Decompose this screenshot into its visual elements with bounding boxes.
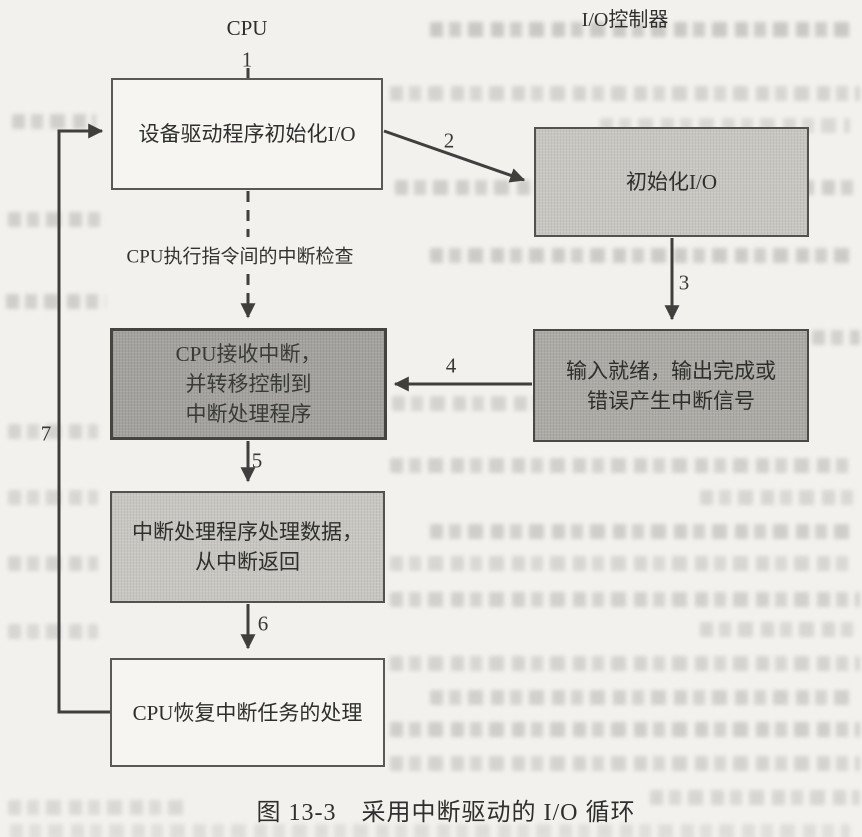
ghost-text-row [6, 294, 106, 309]
ghost-text-row [8, 624, 98, 639]
box-text-line: 错误产生中断信号 [587, 388, 755, 413]
ghost-text-row [10, 824, 850, 837]
ghost-text-row [700, 490, 855, 505]
ghost-text-row [8, 556, 98, 571]
ghost-text-row [12, 114, 96, 129]
box-text: 设备驱动程序初始化I/O [138, 122, 356, 146]
ghost-text-row [390, 656, 860, 671]
ghost-text-row [8, 800, 188, 815]
io-controller-column-label: I/O控制器 [581, 9, 669, 31]
arrow-2 [383, 129, 526, 183]
ghost-text-row [650, 790, 860, 805]
ghost-text-row [390, 722, 860, 737]
box-text: CPU恢复中断任务的处理 [132, 700, 363, 725]
ghost-text-row [8, 424, 98, 439]
step-label-6: 6 [257, 611, 269, 636]
step-label-5: 5 [251, 448, 263, 473]
ghost-text-row [700, 622, 858, 637]
box-text-line: 并转移控制到 [185, 372, 312, 396]
ghost-text-row [430, 690, 855, 705]
step-label-2: 2 [443, 128, 455, 153]
ghost-text-row [430, 524, 855, 539]
ghost-text-row [390, 592, 860, 607]
step-label-1: 1 [241, 47, 253, 72]
box-text-line: 从中断返回 [195, 550, 300, 574]
ghost-text-row [390, 756, 860, 771]
figure-caption: 图 13-3 采用中断驱动的 I/O 循环 [256, 800, 636, 826]
box-cpu-resumes-task: CPU恢复中断任务的处理 [110, 658, 385, 767]
step-label-3: 3 [678, 270, 690, 295]
ghost-text-row [390, 458, 855, 473]
box-text-line: CPU接收中断， [175, 342, 322, 366]
box-text: 初始化I/O [626, 170, 717, 194]
ghost-text-row [390, 86, 860, 101]
box-interrupt-handler-processes-data: 中断处理程序处理数据， 从中断返回 [110, 491, 385, 603]
arrow-7-loop [57, 123, 110, 714]
box-initiate-io: 初始化I/O [534, 127, 809, 237]
box-device-driver-init-io: 设备驱动程序初始化I/O [111, 78, 383, 190]
ghost-text-row [390, 556, 855, 571]
box-cpu-receives-interrupt: CPU接收中断， 并转移控制到 中断处理程序 [110, 328, 387, 440]
cpu-column-label: CPU [226, 16, 268, 40]
ghost-text-row [8, 212, 100, 227]
ghost-text-row [430, 248, 850, 263]
ghost-text-row [430, 22, 850, 37]
interrupt-check-note: CPU执行指令间的中断检查 [126, 246, 354, 268]
box-text-line: 输入就绪，输出完成或 [566, 358, 776, 383]
box-io-interrupt-signal: 输入就绪，输出完成或 错误产生中断信号 [533, 329, 809, 442]
ghost-text-row [8, 490, 98, 505]
box-text-line: 中断处理程序 [185, 402, 312, 426]
box-text-line: 中断处理程序处理数据， [132, 520, 363, 544]
ghost-text-row [812, 330, 860, 345]
step-label-7: 7 [40, 421, 52, 446]
step-label-4: 4 [445, 353, 457, 378]
